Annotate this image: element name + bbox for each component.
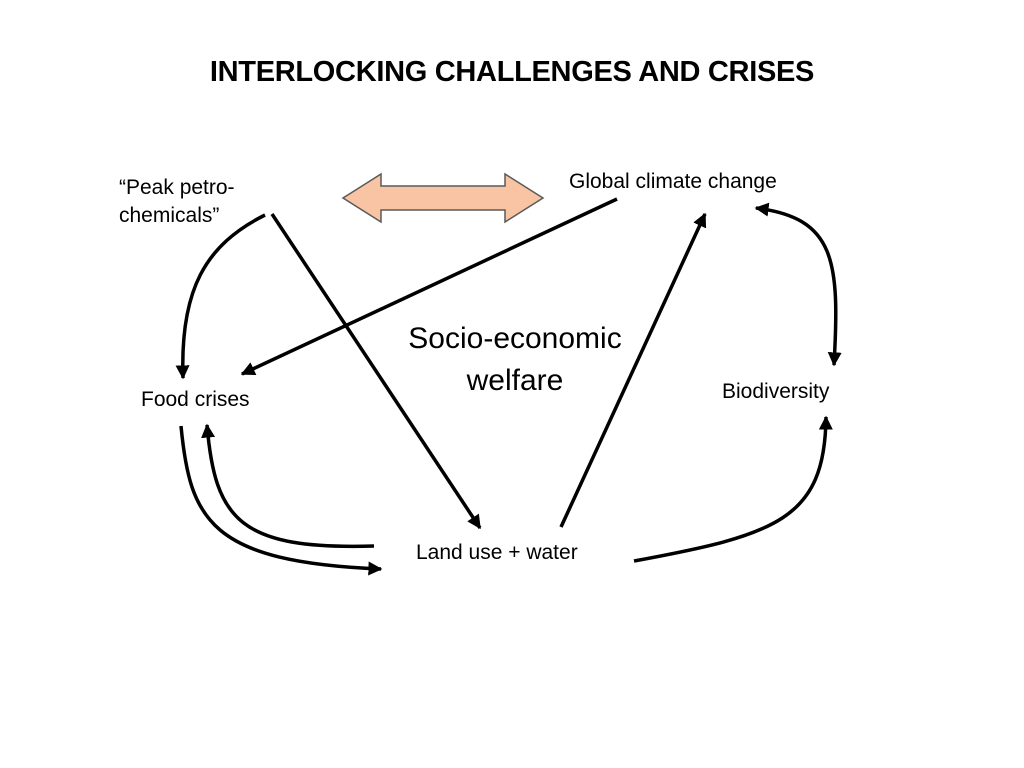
arrow-peak-to-food [175,213,266,380]
node-peak-line2: chemicals” [119,204,220,227]
arrow-land-to-climate [559,212,707,528]
arrow-land-to-food [201,423,375,549]
node-socio-economic-welfare: Socio-economic welfare [388,318,642,402]
slide-title: INTERLOCKING CHALLENGES AND CRISES [209,56,815,88]
node-food-crises: Food crises [141,388,250,411]
node-socio-line1: Socio-economic [408,322,622,355]
node-socio-line2: welfare [466,364,564,397]
node-land-use-water: Land use + water [416,541,578,564]
node-peak-line1: “Peak petro- [119,176,235,199]
arrow-food-to-land [179,425,383,576]
double-arrow-peak-climate [341,172,545,224]
arrow-climate-biodiversity [754,202,842,367]
node-global-climate-change: Global climate change [569,170,777,193]
node-peak-petrochemicals: “Peak petro- chemicals” [119,174,235,230]
arrow-land-to-biodiversity [633,415,833,563]
arrow-peak-to-land [270,213,482,530]
node-biodiversity: Biodiversity [722,380,830,403]
arrow-climate-to-food [240,197,618,376]
